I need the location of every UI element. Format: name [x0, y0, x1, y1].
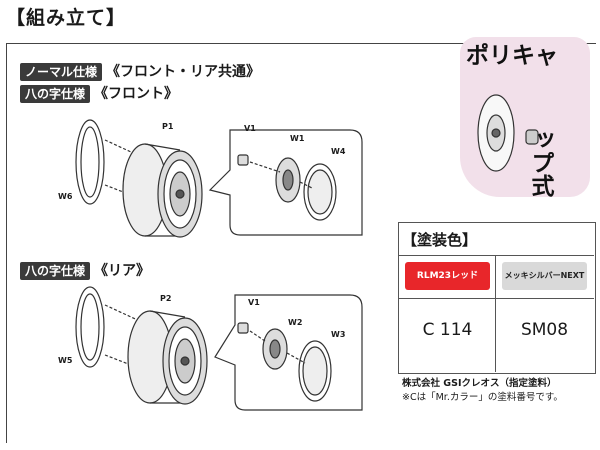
section-label-front: 八の字仕様《フロント》	[20, 85, 178, 103]
paint-divider	[398, 255, 594, 256]
part-label-w6: W6	[58, 192, 73, 201]
paint-code-c114: C 114	[422, 320, 473, 340]
section-label-normal: ノーマル仕様《フロント・リア共通》	[20, 63, 260, 81]
swatch-mekki-silver-next: メッキシルバーNEXT	[502, 262, 587, 290]
part-label-p1: P1	[162, 122, 174, 131]
section-text: 《フロント・リア共通》	[106, 64, 261, 80]
part-label-p2: P2	[160, 294, 172, 303]
polycap-illustration	[477, 94, 539, 172]
frame-border-top	[6, 43, 596, 44]
frame-border-left	[6, 43, 7, 443]
section-label-rear: 八の字仕様《リア》	[20, 262, 150, 280]
part-label-v1: V1	[248, 298, 260, 307]
part-label-w4: W4	[331, 147, 346, 156]
paint-row-divider	[398, 298, 594, 299]
paint-column-divider	[495, 255, 496, 372]
part-label-v1: V1	[244, 124, 256, 133]
part-label-w3: W3	[331, 330, 346, 339]
part-label-w1: W1	[290, 134, 305, 143]
section-text: 《リア》	[94, 263, 151, 279]
part-label-w2: W2	[288, 318, 303, 327]
polycap-label-line1: ポリキャ	[466, 43, 558, 69]
part-label-w5: W5	[58, 356, 73, 365]
paint-code-sm08: SM08	[520, 320, 569, 340]
section-text: 《フロント》	[94, 86, 179, 102]
front-assembly-diagram	[75, 119, 363, 238]
rear-assembly-diagram	[75, 286, 363, 411]
swatch-rlm23-red: RLM23レッド	[405, 262, 490, 290]
paint-number-note: ※Cは「Mr.カラー」の塗料番号です。	[402, 392, 563, 403]
paint-title: 【塗装色】	[402, 231, 478, 249]
manufacturer-note: 株式会社 GSIクレオス（指定塗料）	[402, 378, 557, 389]
spec-badge: ノーマル仕様	[20, 63, 103, 81]
spec-badge: 八の字仕様	[20, 85, 91, 103]
page-title: 【組み立て】	[6, 7, 127, 29]
spec-badge: 八の字仕様	[20, 262, 91, 280]
